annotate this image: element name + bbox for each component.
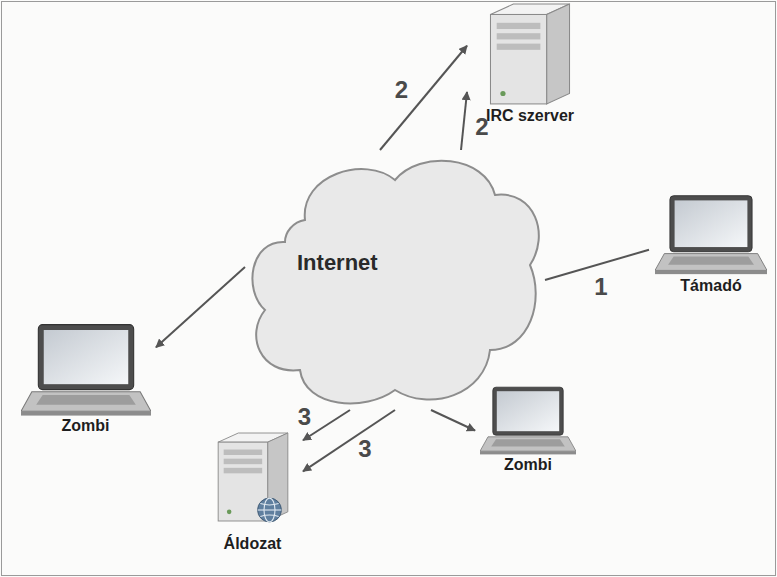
cloud-label: Internet xyxy=(297,250,378,276)
laptop-node: Támadó xyxy=(649,192,773,297)
step-number: 2 xyxy=(395,77,408,103)
network-link xyxy=(156,267,245,347)
laptop-icon xyxy=(21,322,151,416)
step-number: 3 xyxy=(358,436,371,462)
laptop-icon xyxy=(655,192,767,276)
network-link xyxy=(431,410,475,431)
laptop-icon xyxy=(480,385,576,455)
web-server-icon xyxy=(209,420,297,534)
step-number: 2 xyxy=(475,114,488,140)
node-label: Zombi xyxy=(15,416,156,435)
server-node: Áldozat xyxy=(202,420,303,555)
network-link xyxy=(380,46,467,150)
network-link xyxy=(461,92,467,150)
step-number: 1 xyxy=(594,274,607,300)
laptop-node: Zombi xyxy=(475,385,581,476)
node-label: Támadó xyxy=(649,276,773,295)
step-number: 3 xyxy=(298,404,311,430)
cloud-shape xyxy=(245,150,545,410)
node-label: Áldozat xyxy=(202,534,303,553)
network-link xyxy=(303,410,395,471)
internet-cloud: Internet xyxy=(245,150,545,410)
laptop-node: Zombi xyxy=(15,322,156,437)
server-node: IRC szerver xyxy=(467,2,593,127)
server-icon xyxy=(480,2,580,106)
node-label: Zombi xyxy=(475,455,581,474)
